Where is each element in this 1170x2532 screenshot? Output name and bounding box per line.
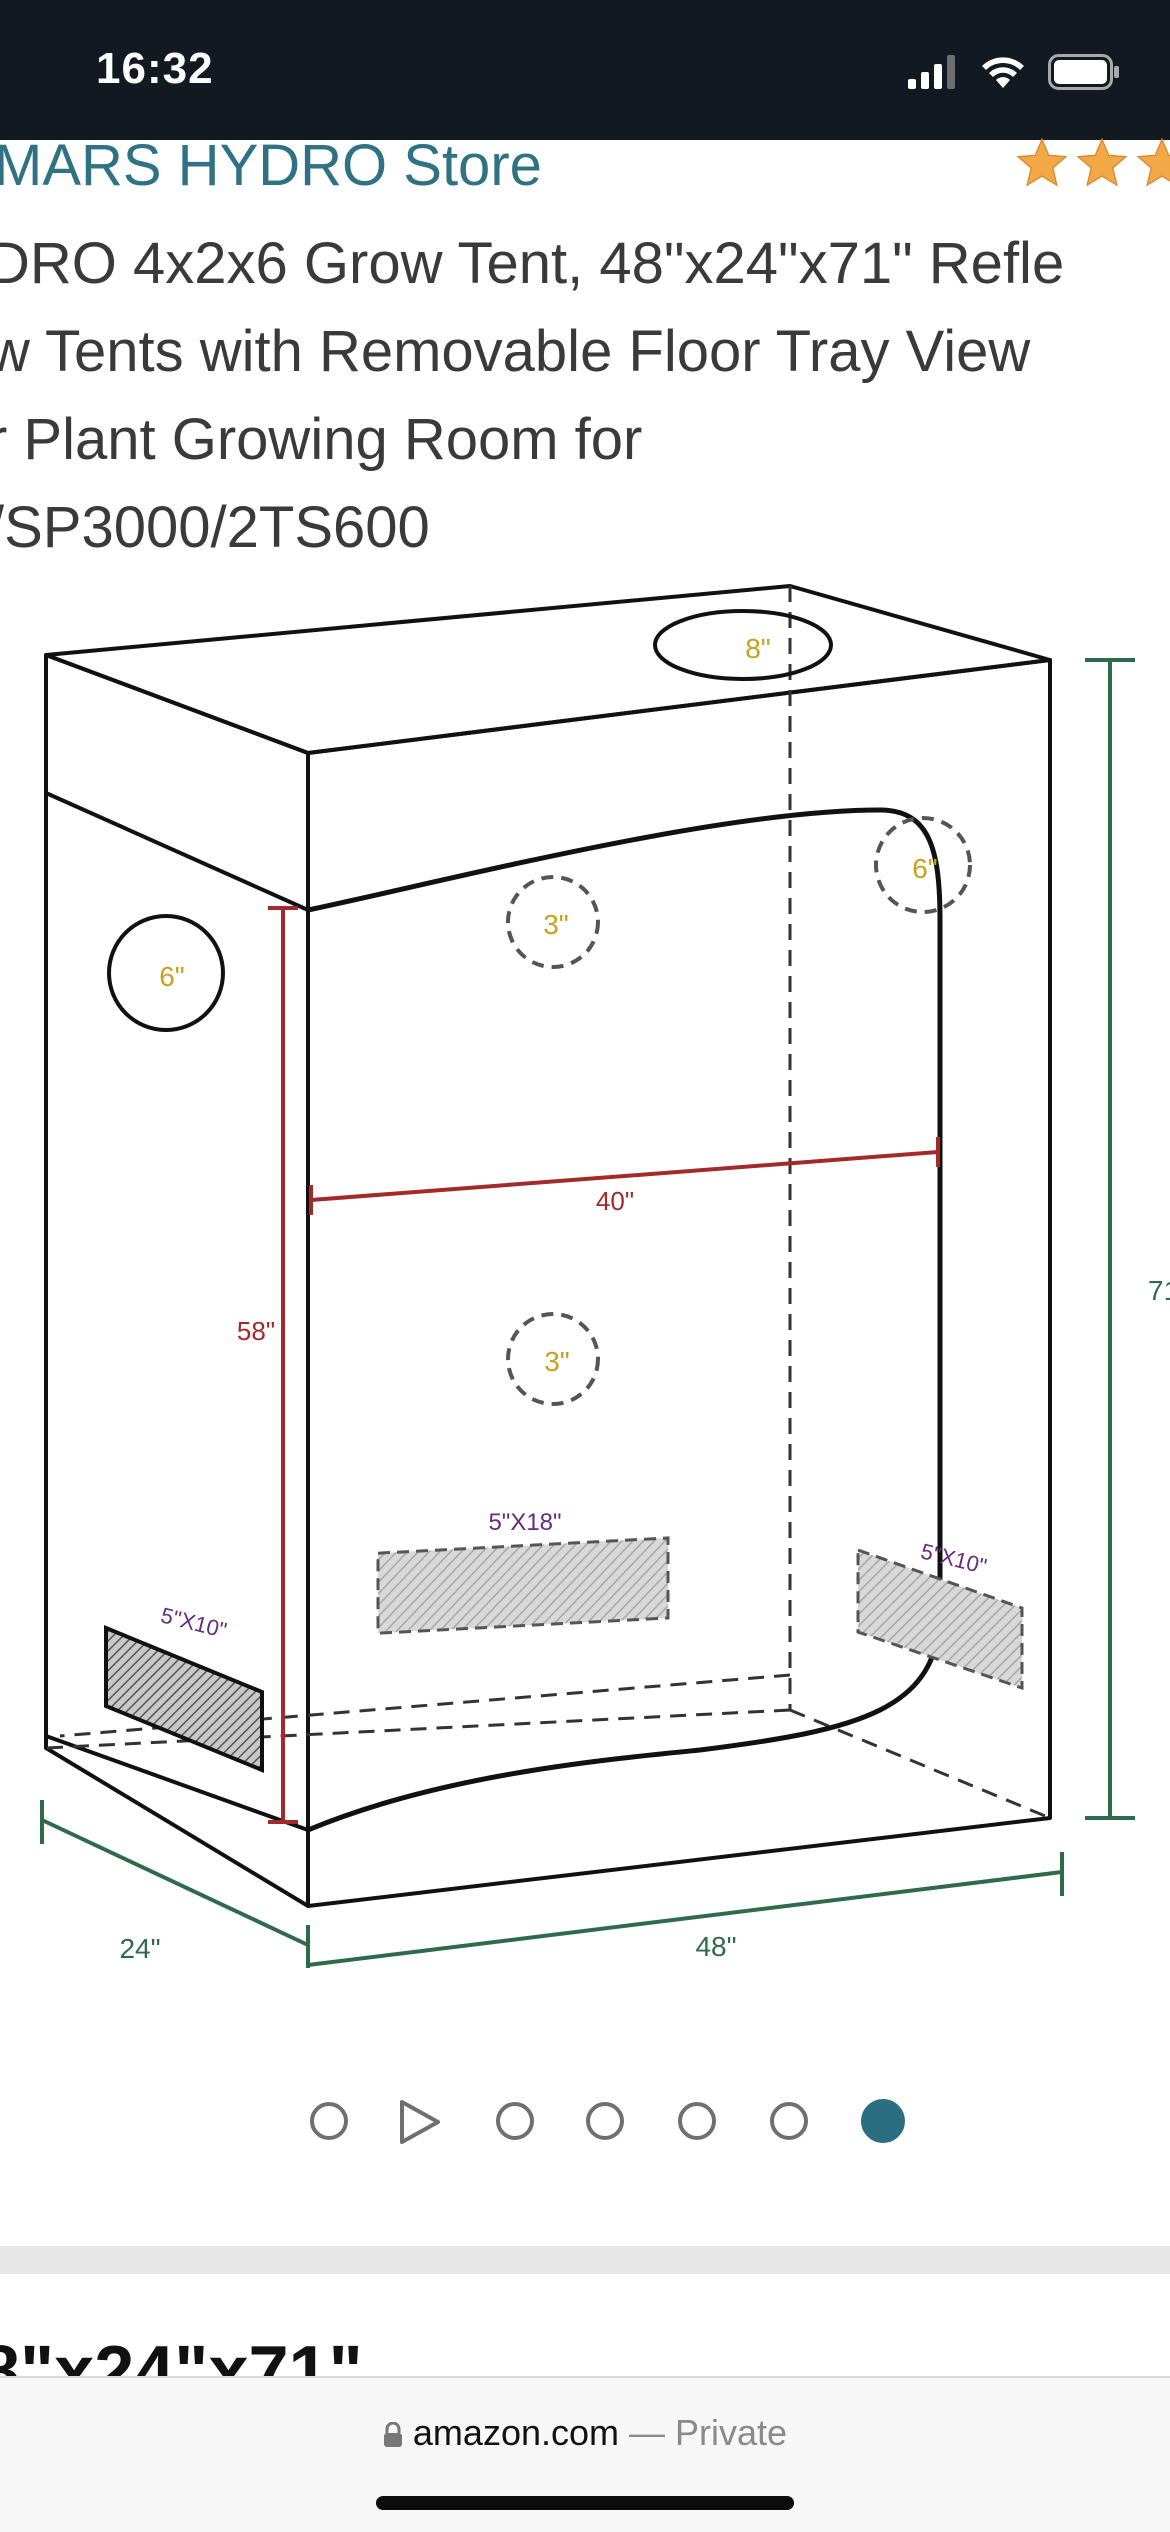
width-dimension <box>307 1852 1064 1967</box>
right-window <box>856 1547 1024 1691</box>
tent-outline <box>44 584 1052 1908</box>
total-height-label: 71" <box>1148 1275 1170 1306</box>
left-window-label: 5"X10" <box>158 1602 229 1642</box>
carousel-dot[interactable] <box>770 2102 808 2140</box>
side-vent <box>107 914 225 1032</box>
door-height-label: 58" <box>237 1316 275 1346</box>
carousel-dot[interactable] <box>496 2102 534 2140</box>
inner-width-dimension <box>309 1137 940 1215</box>
browser-address-bar[interactable]: amazon.com — Private <box>0 2376 1170 2532</box>
depth-dimension <box>40 1800 310 1968</box>
lower-small-vent-label: 3" <box>544 1346 570 1377</box>
section-separator <box>0 2246 1170 2274</box>
url-separator: — <box>629 2412 666 2453</box>
carousel-dot-active[interactable] <box>861 2099 905 2143</box>
center-window-label: 5"X18" <box>488 1509 561 1536</box>
inner-width-label: 40" <box>596 1186 634 1216</box>
product-title-line: /SP3000/2TS600 <box>0 495 430 560</box>
cellular-signal-icon <box>908 55 955 89</box>
side-vent-label: 6" <box>159 961 185 992</box>
top-vent-label: 8" <box>745 633 771 664</box>
width-label: 48" <box>695 1931 736 1962</box>
lock-icon <box>383 2422 402 2448</box>
product-image-grow-tent-diagram[interactable]: 8" 6" 6" 3" 3" 40" 58" <box>0 560 1170 2010</box>
status-time: 16:32 <box>96 44 214 93</box>
right-window-label: 5"X10" <box>918 1538 989 1578</box>
product-title-line: r Plant Growing Room for <box>0 407 643 472</box>
right-vent-label: 6" <box>912 853 938 884</box>
video-play-icon[interactable] <box>396 2098 444 2146</box>
product-title[interactable]: DRO 4x2x6 Grow Tent, 48"x24"x71" Refle w… <box>0 220 1170 572</box>
left-window <box>104 1625 264 1773</box>
status-icons <box>908 52 1120 92</box>
right-vent <box>874 816 972 914</box>
star-rating[interactable] <box>1014 136 1170 190</box>
image-carousel-indicator <box>0 2098 1170 2154</box>
door-zipper-outline <box>307 807 943 1833</box>
carousel-dot[interactable] <box>310 2102 348 2140</box>
url-domain: amazon.com <box>412 2412 619 2453</box>
store-link[interactable]: MARS HYDRO Store <box>0 133 542 198</box>
carousel-dot[interactable] <box>678 2102 716 2140</box>
total-height-dimension <box>1085 658 1135 1820</box>
upper-small-vent <box>506 875 600 969</box>
lower-small-vent <box>506 1312 600 1406</box>
top-vent <box>653 609 833 681</box>
center-window <box>376 1536 670 1635</box>
wifi-icon <box>982 57 1024 88</box>
star-icon <box>1076 137 1128 187</box>
url-display[interactable]: amazon.com — Private <box>0 2412 1170 2454</box>
product-title-line: w Tents with Removable Floor Tray View <box>0 319 1031 384</box>
carousel-dot[interactable] <box>586 2102 624 2140</box>
upper-small-vent-label: 3" <box>543 909 569 940</box>
door-height-dimension <box>268 906 298 1824</box>
status-bar: 16:32 <box>0 0 1170 140</box>
battery-icon <box>1048 54 1119 90</box>
product-title-line: DRO 4x2x6 Grow Tent, 48"x24"x71" Refle <box>0 231 1065 296</box>
depth-label: 24" <box>119 1933 160 1964</box>
home-indicator[interactable] <box>376 2496 794 2510</box>
star-icon <box>1016 137 1068 187</box>
star-icon <box>1136 137 1170 187</box>
private-mode-label: Private <box>675 2412 788 2453</box>
size-option-heading: 8"x24"x71" <box>0 2332 363 2378</box>
